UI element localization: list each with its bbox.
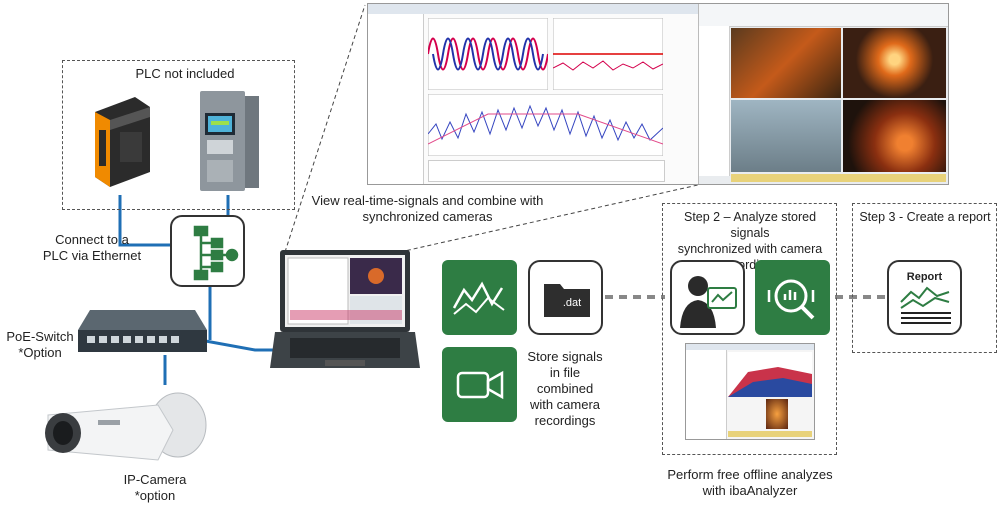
step2-box [662, 203, 837, 455]
step3-box [852, 203, 997, 353]
waveform-tile [442, 260, 517, 335]
waveform-plot-1 [428, 18, 548, 90]
plc-device-gray [195, 88, 265, 193]
connect-plc-label: Connect to a PLC via Ethernet [42, 232, 142, 263]
ip-camera [38, 385, 208, 480]
dat-folder-icon [544, 284, 590, 317]
offline-analyze-label: Perform free offline analyzes with ibaAn… [667, 467, 833, 498]
video-tile [442, 347, 517, 422]
video-camera-icon [456, 370, 504, 400]
software-screenshot [367, 3, 949, 185]
camera-view-1 [731, 28, 841, 98]
analyst-tile [670, 260, 745, 335]
plc-box [62, 60, 295, 210]
report-title: Report [906, 271, 943, 283]
store-signals-label: Store signals in file combined with came… [527, 349, 603, 428]
view-realtime-label: View real-time-signals and combine with … [311, 193, 544, 224]
step2-label: Step 2 – Analyze stored signals synchron… [677, 210, 823, 272]
network-tile [170, 215, 245, 287]
laptop [270, 250, 420, 375]
camera-view-3 [731, 100, 841, 172]
zoom-lines [284, 4, 721, 253]
camera-view-4 [843, 100, 946, 172]
analyze-magnifier-icon [767, 279, 815, 320]
analyst-icon [680, 276, 737, 328]
network-icon [193, 225, 239, 281]
waveform-plot-2 [553, 18, 663, 90]
dat-file-tile: .dat [528, 260, 603, 335]
analyzer-screenshot [685, 343, 815, 440]
poe-switch-label: PoE-Switch *Option [6, 329, 74, 360]
waveform-plot-3 [428, 94, 663, 156]
report-tile: Report [887, 260, 962, 335]
waveform-icon [452, 281, 505, 315]
dat-label: .dat [562, 297, 582, 309]
camera-view-2 [843, 28, 946, 98]
step3-label: Step 3 - Create a report [859, 210, 991, 224]
analyze-tile [755, 260, 830, 335]
ip-camera-label: IP-Camera *option [123, 472, 187, 503]
report-icon [900, 286, 951, 324]
plc-device-orange [85, 92, 155, 192]
plc-not-included-label: PLC not included [135, 66, 235, 81]
poe-switch [75, 305, 210, 360]
